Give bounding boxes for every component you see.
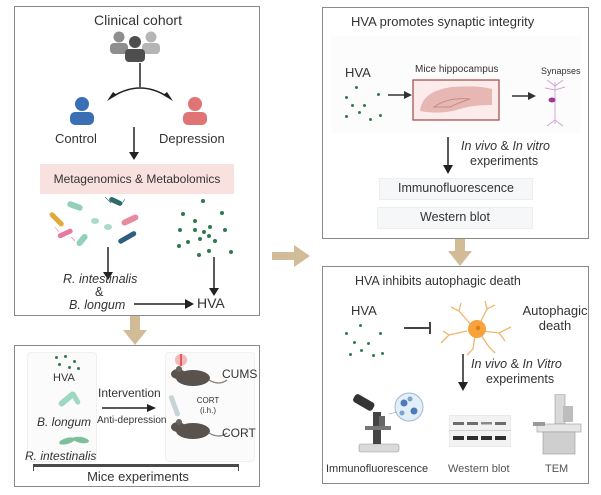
bracket-tick [33, 464, 34, 471]
synapses-label: Synapses [541, 66, 581, 76]
method-western-blot: Western blot [448, 463, 510, 475]
clinical-cohort-panel: Clinical cohort Control Depression Metag… [14, 6, 260, 316]
down-arrow [209, 257, 219, 296]
bacteria-and: & [95, 285, 104, 299]
bacteria-cluster-icon [49, 197, 139, 247]
model-box [165, 352, 255, 462]
right-arrow [388, 91, 412, 99]
omics-band [40, 164, 234, 194]
hva-label: HVA [197, 295, 225, 311]
mice-experiments-label: Mice experiments [87, 469, 189, 484]
method-immunofluorescence-box [379, 178, 533, 200]
hva-label: HVA [345, 65, 371, 80]
western-blot-icon [449, 415, 511, 447]
autophagic-death-panel: HVA inhibits autophagic death HVA Autoph… [322, 266, 589, 484]
right-arrow [102, 404, 156, 412]
neuron-synapse-icon [544, 79, 566, 127]
bacteria-label-1: R. intestinalis [63, 272, 138, 286]
amp-text: & [507, 357, 523, 371]
experiments-line2: experiments [470, 154, 539, 168]
intervention-label: Intervention [98, 386, 161, 400]
people-group-icon [110, 31, 160, 62]
autophagic-label-line2: death [538, 318, 572, 333]
down-arrow [443, 137, 453, 174]
anti-depression-label: Anti-depression [97, 415, 167, 426]
cort-injection-label: CORT [196, 396, 220, 405]
inhibition-arrow [404, 322, 431, 334]
down-arrow [129, 127, 139, 160]
control-label: Control [55, 131, 97, 146]
autophagic-label-line1: Autophagic [522, 303, 588, 318]
microscope-icon [353, 392, 424, 453]
method-western-blot: Western blot [420, 210, 490, 224]
in-vitro-text: In vitro [512, 139, 550, 153]
tem-instrument-icon [533, 394, 582, 455]
experiments-line2: experiments [486, 372, 555, 386]
method-immunofluorescence: Immunofluorescence [397, 181, 515, 195]
hva-label: HVA [351, 303, 377, 318]
mice-experiments-panel: HVA B. longum R. intestinalis Interventi… [14, 345, 260, 487]
cort-route-label: (i.h.) [200, 406, 216, 415]
cort-injection-mouse-icon [168, 395, 228, 439]
bracket-tick [238, 464, 239, 471]
hva-dots-icon [53, 354, 83, 372]
depression-label: Depression [159, 131, 225, 146]
flow-arrow-cohort-to-mice [123, 315, 147, 345]
experiments-label: In vivo & In vitro [461, 139, 550, 153]
synaptic-integrity-panel: HVA promotes synaptic integrity HVA Mice… [322, 7, 589, 239]
in-vivo-text: In vivo [471, 357, 508, 371]
b-longum-bacteria-icon [58, 391, 81, 407]
bracket-bar [33, 464, 239, 467]
split-arrow [107, 63, 173, 101]
r-intestinalis-label: R. intestinalis [25, 449, 97, 463]
r-intestinalis-bacteria-icon [59, 436, 89, 445]
hva-label: HVA [53, 372, 75, 384]
hippocampus-label: Mice hippocampus [415, 64, 499, 75]
panel-title: Clinical cohort [94, 12, 182, 28]
right-arrow [512, 92, 536, 100]
in-vivo-text: In vivo [461, 139, 498, 153]
flow-arrow-synapse-to-autophagy [448, 239, 472, 266]
panel-title: HVA promotes synaptic integrity [351, 14, 535, 29]
experiments-label: In vivo & In Vitro [471, 357, 562, 371]
hva-dots-icon [345, 86, 385, 121]
down-arrow [103, 247, 113, 280]
hva-dots-icon [345, 324, 389, 358]
amp-text: & [497, 139, 513, 153]
method-tem: TEM [545, 463, 569, 475]
flow-arrow-to-right-panels [272, 245, 310, 267]
method-western-blot-box [377, 207, 533, 229]
down-arrow [458, 354, 468, 391]
hva-dot-cluster-icon [177, 197, 239, 257]
control-person-icon [70, 97, 94, 125]
depression-person-icon [183, 97, 207, 125]
cums-label: CUMS [222, 367, 258, 381]
bacteria-label-2: B. longum [69, 298, 126, 312]
cort-label: CORT [222, 426, 256, 440]
right-arrow [134, 299, 194, 309]
neuron-cell-icon [440, 300, 512, 356]
method-immunofluorescence: Immunofluorescence [326, 463, 429, 475]
panel-title: HVA inhibits autophagic death [355, 274, 521, 288]
in-vitro-text: In Vitro [522, 357, 562, 371]
cums-mouse-icon [171, 354, 228, 386]
omics-label: Metagenomics & Metabolomics [53, 172, 221, 186]
b-longum-label: B. longum [37, 415, 92, 429]
hippocampus-image [412, 79, 500, 121]
